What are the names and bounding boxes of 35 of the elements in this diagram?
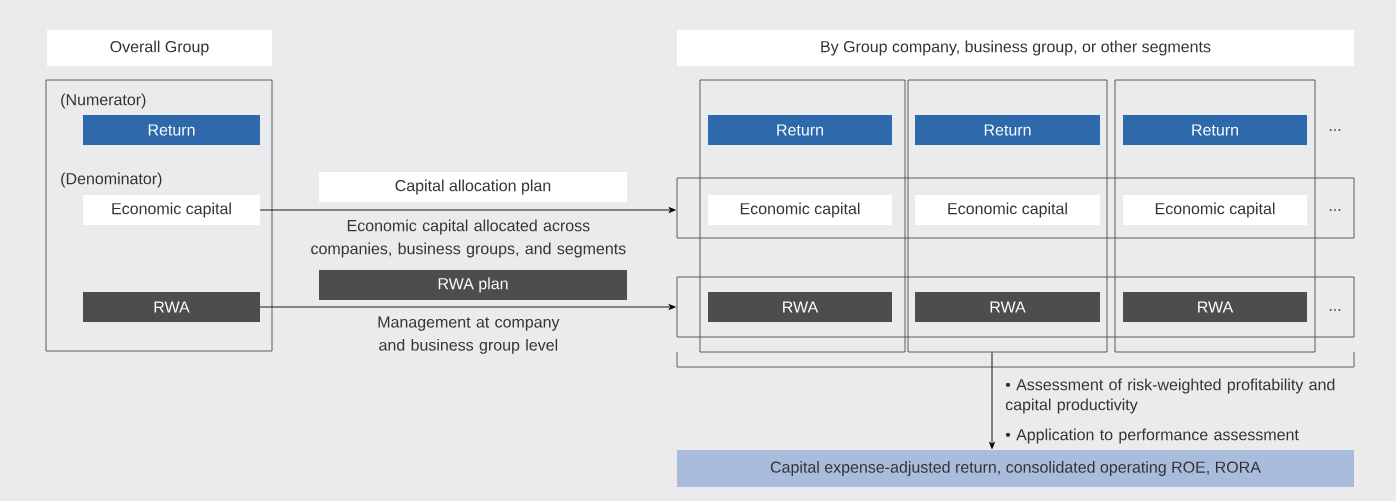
return-box: Return [708, 115, 892, 145]
column-box [907, 79, 1108, 353]
row-box [676, 177, 1355, 239]
arrow [259, 207, 676, 213]
group-label: (Numerator) [61, 93, 146, 109]
header-box: By Group company, business group, or other segments [677, 30, 1354, 66]
capital-box: Economic capital [708, 195, 892, 225]
arrow [259, 304, 676, 310]
rwa-box: RWA [915, 292, 1100, 322]
plan-box: Capital allocation plan [319, 172, 627, 202]
plan-box: RWA plan [319, 270, 627, 300]
rwa-box: RWA [708, 292, 892, 322]
bullet-text: • Assessment of risk-weighted profitability and capital productivity [1005, 378, 1335, 414]
group-label: (Denominator) [61, 172, 162, 188]
return-box: Return [915, 115, 1100, 145]
capital-box: Economic capital [915, 195, 1100, 225]
row-box [676, 276, 1355, 338]
ellipsis: ... [1329, 209, 1341, 211]
rwa-box: RWA [83, 292, 260, 322]
bullet-text: • Application to performance assessment [1005, 428, 1299, 444]
capital-box: Economic capital [83, 195, 260, 225]
rwa-box: RWA [1123, 292, 1307, 322]
column-box [1114, 79, 1316, 353]
ellipsis: ... [1329, 309, 1341, 311]
edge-label: Management at company and business group level [378, 316, 560, 354]
header-box: Overall Group [47, 30, 272, 66]
return-box: Return [83, 115, 260, 145]
return-box: Return [1123, 115, 1307, 145]
edge-label: Economic capital allocated across companies, business groups, and segments [311, 219, 626, 258]
column-box [699, 79, 906, 353]
capital-box: Economic capital [1123, 195, 1307, 225]
result-box: Capital expense-adjusted return, consolidated operating ROE, RORA [677, 450, 1354, 487]
ellipsis: ... [1329, 129, 1341, 131]
group-box [45, 79, 273, 352]
arrow [989, 352, 995, 449]
